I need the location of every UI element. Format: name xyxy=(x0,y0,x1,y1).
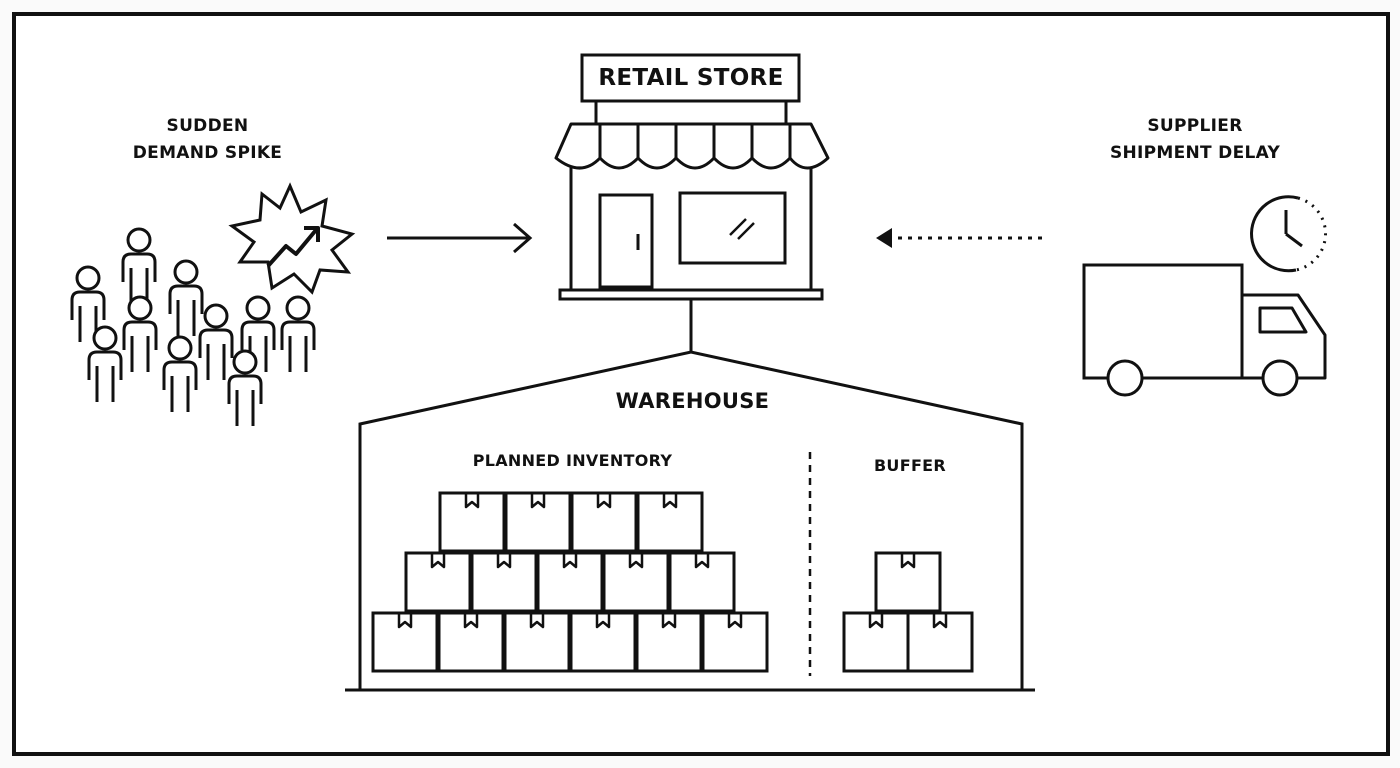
buffer-stack xyxy=(842,551,974,673)
delivery-truck-icon xyxy=(1082,263,1327,397)
warehouse-title: WAREHOUSE xyxy=(615,389,770,413)
demand-label-line1: SUDDEN xyxy=(166,116,249,136)
spike-burst-icon xyxy=(228,182,356,295)
storefront-icon xyxy=(554,53,830,301)
planned-inventory-stack xyxy=(371,491,769,673)
clock-icon xyxy=(1250,195,1328,273)
supplier-label-line1: SUPPLIER xyxy=(1147,116,1243,136)
buffer-label: BUFFER xyxy=(873,456,947,475)
demand-arrow xyxy=(387,222,533,254)
supplier-label-line2: SHIPMENT DELAY xyxy=(1109,143,1281,163)
warehouse-building xyxy=(345,350,1035,692)
store-title: RETAIL STORE xyxy=(598,65,784,91)
planned-inventory-label: PLANNED INVENTORY xyxy=(472,451,673,470)
supplier-arrow xyxy=(876,228,1042,248)
demand-label-line2: DEMAND SPIKE xyxy=(132,143,283,163)
